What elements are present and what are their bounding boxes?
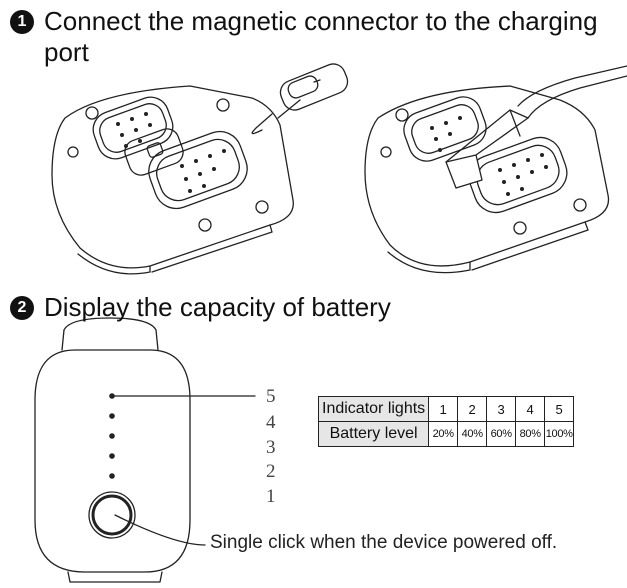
battery-level-cell: 100% <box>544 421 575 447</box>
light-count-cell: 3 <box>486 396 517 422</box>
battery-level-cell: 40% <box>457 421 488 447</box>
indicator-number-4: 4 <box>266 412 276 433</box>
indicator-number-2: 2 <box>266 461 276 482</box>
light-count-cell: 5 <box>544 396 575 422</box>
battery-level-row: Battery level 20% 40% 60% 80% 100% <box>317 421 575 447</box>
step-1-number-badge: 1 <box>10 10 34 34</box>
light-count-cell: 2 <box>457 396 488 422</box>
indicator-number-1: 1 <box>266 486 276 507</box>
step-2-text: Display the capacity of battery <box>44 292 391 322</box>
battery-level-header: Battery level <box>317 421 430 447</box>
device-watch-illustration <box>34 317 256 583</box>
light-count-cell: 1 <box>428 396 459 422</box>
indicator-lights-header: Indicator lights <box>317 396 430 422</box>
battery-level-cell: 80% <box>515 421 546 447</box>
battery-level-cell: 20% <box>428 421 459 447</box>
step-1-text: Connect the magnetic connector to the ch… <box>44 6 598 67</box>
light-count-cell: 4 <box>515 396 546 422</box>
indicator-number-3: 3 <box>266 437 276 458</box>
battery-level-cell: 60% <box>486 421 517 447</box>
indicator-lights-row: Indicator lights 1 2 3 4 5 <box>317 396 575 422</box>
step-2-number-badge: 2 <box>10 296 34 320</box>
indicator-lights <box>109 393 115 479</box>
indicator-number-5: 5 <box>266 386 276 407</box>
charging-base-left-illustration <box>51 85 294 275</box>
step-1-heading: 1 Connect the magnetic connector to the … <box>10 6 620 68</box>
magnetic-connector-illustration <box>251 63 349 135</box>
battery-capacity-table: Indicator lights 1 2 3 4 5 Battery level… <box>317 396 575 447</box>
step-2-heading: 2 Display the capacity of battery <box>10 292 391 323</box>
charging-base-right-illustration <box>364 65 627 274</box>
power-button-note: Single click when the device powered off… <box>210 532 558 553</box>
